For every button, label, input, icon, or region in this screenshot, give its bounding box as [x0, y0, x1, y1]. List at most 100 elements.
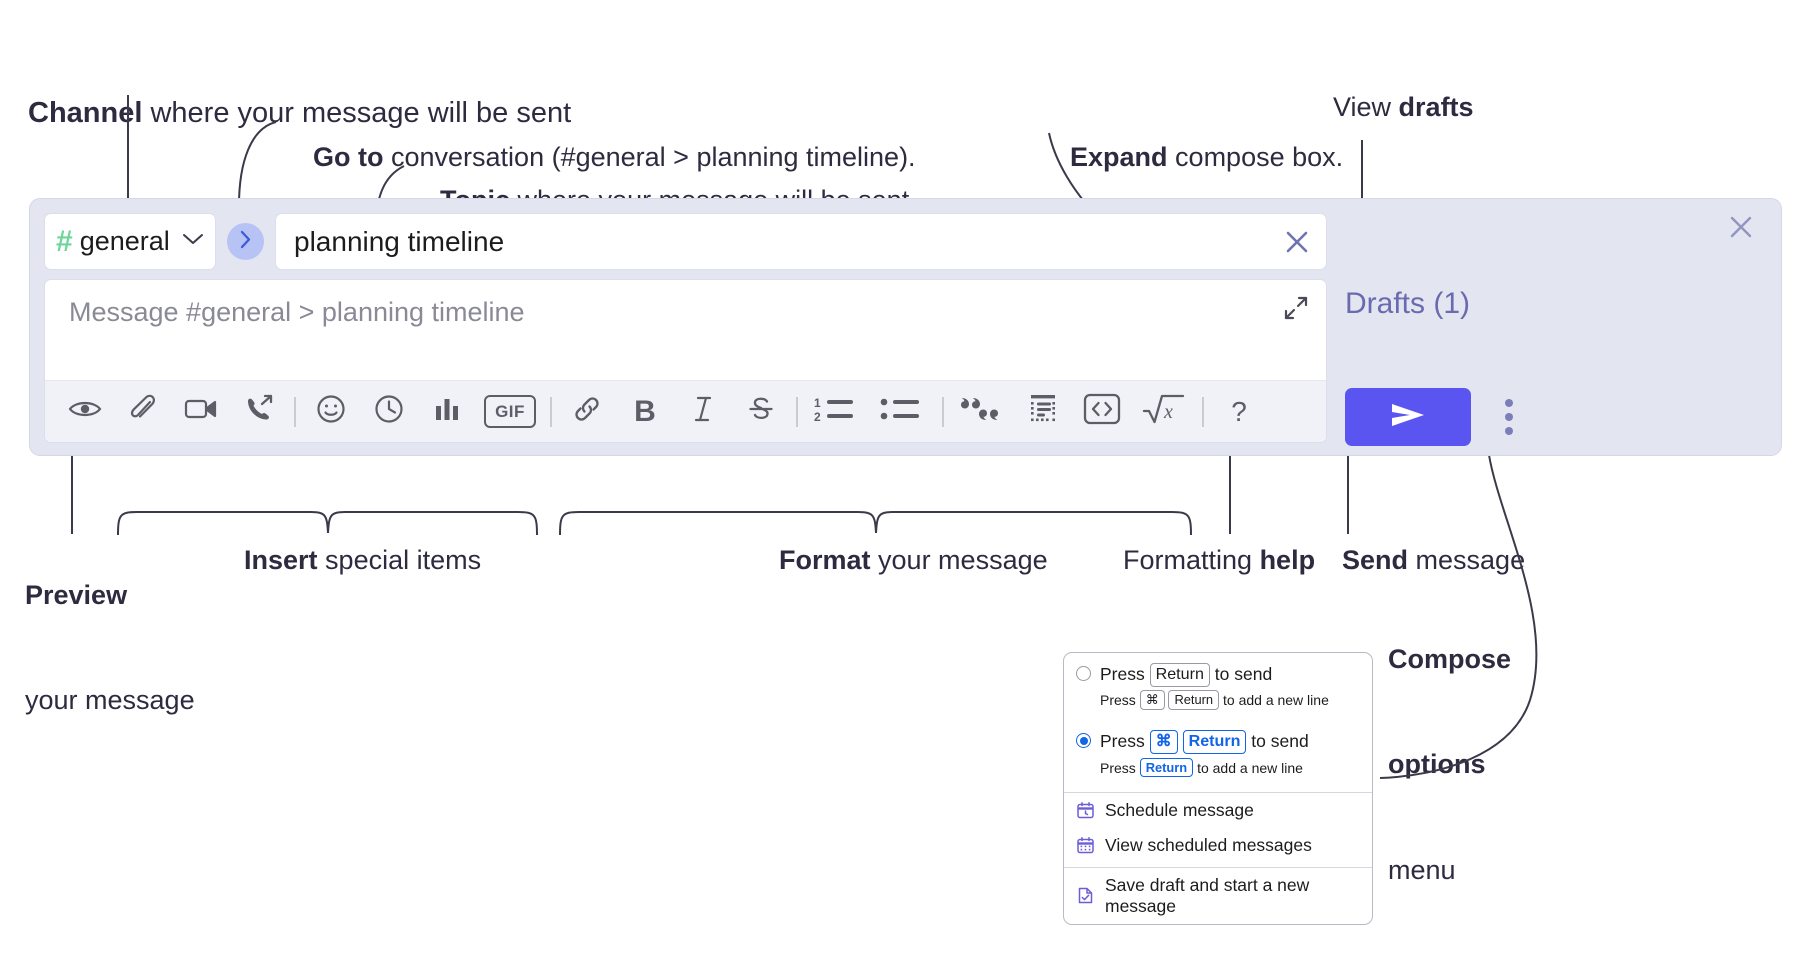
compose-main-column: # general: [44, 213, 1327, 443]
close-icon[interactable]: [1725, 211, 1757, 248]
code-icon: [1083, 392, 1121, 431]
to-send-word: to send: [1246, 731, 1309, 752]
gif-button[interactable]: GIF: [483, 390, 537, 434]
toolbar-separator: [550, 396, 552, 427]
annotation-goto: Go to conversation (#general > planning …: [283, 105, 916, 210]
annotation-expand-bold: Expand: [1070, 142, 1168, 173]
channel-name-label: general: [79, 226, 170, 256]
file-check-icon: [1076, 886, 1095, 905]
menu-item-schedule-message[interactable]: Schedule message: [1064, 793, 1372, 828]
press-word: Press: [1100, 664, 1150, 684]
audio-clip-button[interactable]: [237, 390, 281, 434]
compose-box: # general: [29, 198, 1782, 456]
menu-item-view-scheduled[interactable]: View scheduled messages: [1064, 828, 1372, 863]
newline-word: to add a new line: [1193, 759, 1303, 776]
blockquote-button[interactable]: [957, 390, 1007, 434]
menu-option-cmd-return-to-send[interactable]: Press ⌘ Return to send: [1064, 720, 1372, 755]
press-word: Press: [1100, 692, 1140, 709]
hash-icon: #: [56, 224, 73, 258]
menu-option-return-label: Press Return to send: [1100, 662, 1272, 687]
question-mark-icon: ?: [1231, 395, 1247, 427]
annotation-help-bold: help: [1259, 545, 1316, 576]
radio-return-to-send[interactable]: [1076, 666, 1091, 681]
video-camera-icon: [184, 397, 218, 426]
newline-word: to add a new line: [1219, 692, 1329, 709]
annotation-compose-line2: options: [1388, 749, 1486, 780]
annotation-insert-bold: Insert: [244, 545, 318, 576]
strikethrough-icon: [747, 394, 775, 429]
more-options-vertical-icon[interactable]: [1497, 393, 1521, 441]
annotation-preview-bold: Preview: [25, 580, 128, 611]
key-return: Return: [1139, 757, 1194, 778]
expand-icon[interactable]: [1282, 294, 1310, 327]
clock-icon: [374, 394, 404, 429]
key-return: Return: [1149, 663, 1210, 687]
key-return: Return: [1168, 690, 1220, 710]
send-button[interactable]: [1345, 388, 1471, 446]
toolbar-separator: [796, 396, 798, 427]
key-command: ⌘: [1139, 690, 1165, 710]
math-button[interactable]: x: [1139, 390, 1189, 434]
code-block-button[interactable]: [1021, 390, 1065, 434]
compose-options-menu: Press Return to send Press ⌘ Return to a…: [1063, 652, 1373, 925]
paperclip-icon: [129, 394, 157, 429]
annotation-channel-rest: where your message will be sent: [142, 97, 572, 130]
send-paper-plane-icon: [1386, 399, 1430, 436]
menu-option-cmd-return-sub: Press Return to add a new line: [1064, 755, 1372, 788]
annotation-insert-rest: special items: [317, 545, 482, 576]
chevron-right-icon: [239, 230, 252, 254]
menu-item-label: Schedule message: [1105, 799, 1254, 820]
drafts-link[interactable]: Drafts (1): [1345, 287, 1471, 320]
annotation-goto-rest: conversation (#general > planning timeli…: [383, 142, 916, 173]
annotation-goto-bold: Go to: [313, 142, 384, 173]
ordered-list-button[interactable]: 1 2: [811, 390, 863, 434]
annotation-expand: Expand compose box.: [1040, 105, 1343, 210]
menu-item-label: View scheduled messages: [1105, 834, 1312, 855]
menu-option-cmd-return-label: Press ⌘ Return to send: [1100, 729, 1309, 755]
goto-conversation-button[interactable]: [227, 223, 264, 260]
press-word: Press: [1100, 731, 1150, 752]
annotation-preview: Preview your message: [25, 508, 195, 789]
close-icon[interactable]: [1282, 227, 1312, 257]
chevron-down-icon: [182, 232, 204, 251]
reminder-button[interactable]: [367, 390, 411, 434]
menu-option-return-sub: Press ⌘ Return to add a new line: [1064, 687, 1372, 720]
emoji-button[interactable]: [309, 390, 353, 434]
annotation-send-rest: message: [1408, 545, 1526, 576]
kebab-dot: [1505, 399, 1513, 407]
code-block-icon: [1028, 393, 1058, 430]
strikethrough-button[interactable]: [739, 390, 783, 434]
poll-button[interactable]: [425, 390, 469, 434]
annotation-help-plain: Formatting: [1123, 545, 1260, 576]
svg-text:1: 1: [814, 396, 821, 410]
menu-option-return-to-send[interactable]: Press Return to send: [1064, 653, 1372, 687]
annotation-channel-bold: Channel: [28, 97, 143, 130]
radio-cmd-return-to-send[interactable]: [1076, 733, 1091, 749]
code-button[interactable]: [1079, 390, 1125, 434]
preview-button[interactable]: [63, 390, 107, 434]
bold-button[interactable]: B: [623, 390, 667, 434]
topic-field[interactable]: [275, 213, 1327, 270]
toolbar-separator: [942, 396, 944, 427]
message-input[interactable]: Message #general > planning timeline: [69, 297, 525, 327]
bulleted-list-button[interactable]: [877, 390, 929, 434]
italic-button[interactable]: [681, 390, 725, 434]
annotation-format: Format your message: [749, 508, 1048, 613]
smiley-icon: [316, 394, 346, 429]
help-button[interactable]: ?: [1217, 390, 1261, 434]
phone-arrow-icon: [244, 394, 274, 429]
video-clip-button[interactable]: [179, 390, 223, 434]
square-root-icon: x: [1142, 392, 1186, 431]
channel-selector[interactable]: # general: [44, 213, 216, 270]
ordered-list-icon: 1 2: [814, 395, 860, 428]
attach-button[interactable]: [121, 390, 165, 434]
annotation-preview-line2: your message: [25, 685, 195, 716]
bar-chart-icon: [434, 396, 460, 427]
link-button[interactable]: [565, 390, 609, 434]
calendar-clock-icon: [1076, 801, 1095, 820]
gif-label: GIF: [495, 401, 525, 421]
to-send-word: to send: [1209, 664, 1273, 684]
menu-item-save-draft[interactable]: Save draft and start a new message: [1064, 868, 1372, 924]
topic-input[interactable]: [292, 224, 1282, 259]
key-return: Return: [1182, 730, 1247, 755]
